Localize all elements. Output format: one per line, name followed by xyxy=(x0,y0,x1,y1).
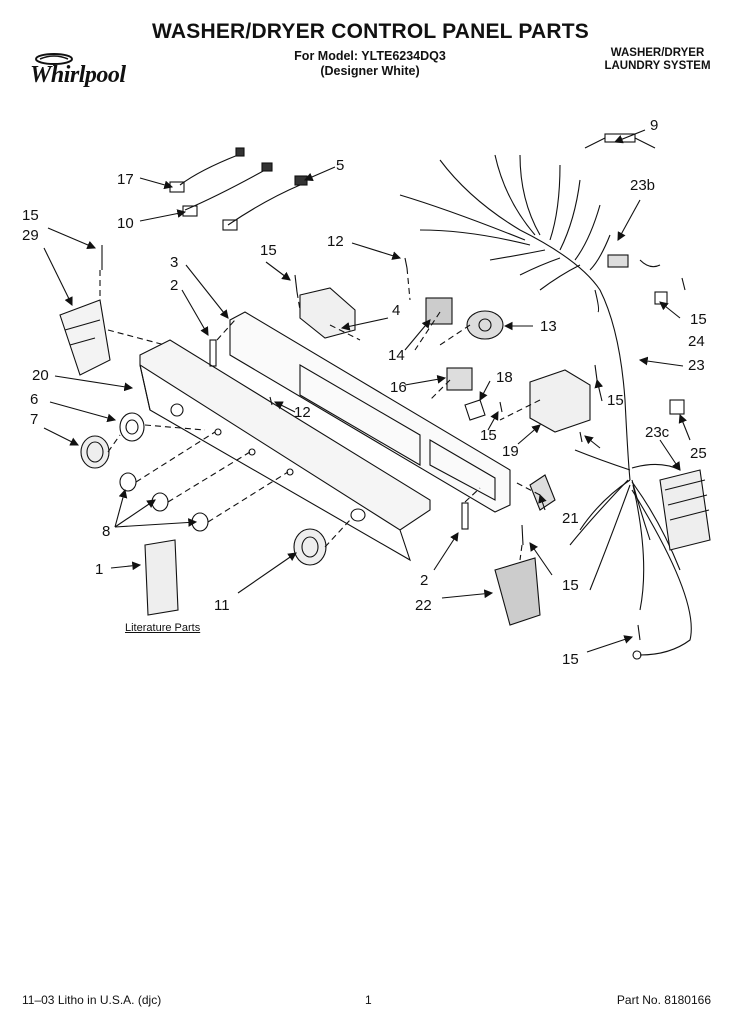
logo-swoosh-icon xyxy=(35,53,73,65)
main-wire-harness xyxy=(399,154,692,660)
part-13-selector xyxy=(466,310,504,340)
callout-5: 5 xyxy=(336,157,345,174)
callout-10: 10 xyxy=(117,215,134,232)
part-16-switch xyxy=(446,367,473,391)
callout-15-upper: 15 xyxy=(260,242,277,259)
harness-wires-small xyxy=(169,147,308,231)
callout-12-upper: 12 xyxy=(327,233,344,250)
callout-23b: 23b xyxy=(630,177,656,194)
callout-2-lower: 2 xyxy=(420,572,429,589)
footer-part-number: Part No. 8180166 xyxy=(616,993,711,1007)
callout-6: 6 xyxy=(30,391,39,408)
callout-12-lower: 12 xyxy=(294,404,311,421)
callout-3: 3 xyxy=(170,254,179,271)
screws xyxy=(101,245,686,641)
system-line-2: LAUNDRY SYSTEM xyxy=(604,60,711,72)
callout-29: 29 xyxy=(22,227,39,244)
callout-23: 23 xyxy=(688,357,705,374)
part-11-knob xyxy=(293,528,327,566)
callout-1: 1 xyxy=(95,561,104,578)
model-number: For Model: YLTE6234DQ3 xyxy=(294,49,446,63)
callout-25: 25 xyxy=(690,445,707,462)
callout-11: 11 xyxy=(214,597,230,614)
callout-14: 14 xyxy=(388,347,405,364)
part-20-console xyxy=(139,339,431,562)
callout-15-right: 15 xyxy=(690,311,707,328)
callout-20: 20 xyxy=(32,367,49,384)
part-3-mounting-plate xyxy=(229,311,511,513)
part-25-clip xyxy=(669,399,685,415)
assembly-lines xyxy=(99,267,541,561)
callout-24: 24 xyxy=(688,333,705,350)
callout-7: 7 xyxy=(30,411,39,428)
system-info: WASHER/DRYER LAUNDRY SYSTEM xyxy=(595,47,720,73)
callout-17: 17 xyxy=(117,171,134,188)
part-18-clip xyxy=(464,399,486,421)
part-22-endcap xyxy=(494,557,541,626)
callout-2-upper: 2 xyxy=(170,277,179,294)
callout-15-mid: 15 xyxy=(480,427,497,444)
callout-15-bottom: 15 xyxy=(562,651,579,668)
callout-8: 8 xyxy=(102,523,111,540)
callout-4: 4 xyxy=(392,302,401,319)
part-4-module xyxy=(299,287,356,339)
callout-23c: 23c xyxy=(645,424,670,441)
callout-22: 22 xyxy=(415,597,432,614)
callout-18: 18 xyxy=(496,369,513,386)
part-23c-connector xyxy=(659,469,711,551)
part-6-knob-ring xyxy=(119,412,145,442)
callout-15-timer: 15 xyxy=(607,392,624,409)
part-2-pins xyxy=(209,339,469,530)
part-21-bracket xyxy=(529,474,556,511)
callout-16: 16 xyxy=(390,379,407,396)
callout-13: 13 xyxy=(540,318,557,335)
callout-15-lower: 15 xyxy=(562,577,579,594)
logo-text: Whirlpool xyxy=(30,62,126,88)
model-color: (Designer White) xyxy=(320,64,420,78)
part-1-literature xyxy=(144,539,179,616)
system-line-1: WASHER/DRYER xyxy=(610,47,705,59)
footer-litho: 11–03 Litho in U.S.A. (djc) xyxy=(22,993,162,1007)
callout-15-top-left: 15 xyxy=(22,207,39,224)
footer-page-number: 1 xyxy=(365,993,372,1007)
leader-arrows xyxy=(43,129,691,653)
part-7-knob xyxy=(80,435,110,469)
literature-parts-label: Literature Parts xyxy=(125,622,201,634)
brand-logo: Whirlpool xyxy=(22,52,152,94)
callout-19: 19 xyxy=(502,443,519,460)
part-19-timer xyxy=(529,369,591,433)
model-info: For Model: YLTE6234DQ3 (Designer White) xyxy=(250,49,490,79)
callout-9: 9 xyxy=(650,117,659,134)
callout-21: 21 xyxy=(562,510,579,527)
part-29-bracket xyxy=(59,299,111,376)
part-9-resistor xyxy=(584,133,656,149)
page-title: WASHER/DRYER CONTROL PANEL PARTS xyxy=(152,20,589,43)
